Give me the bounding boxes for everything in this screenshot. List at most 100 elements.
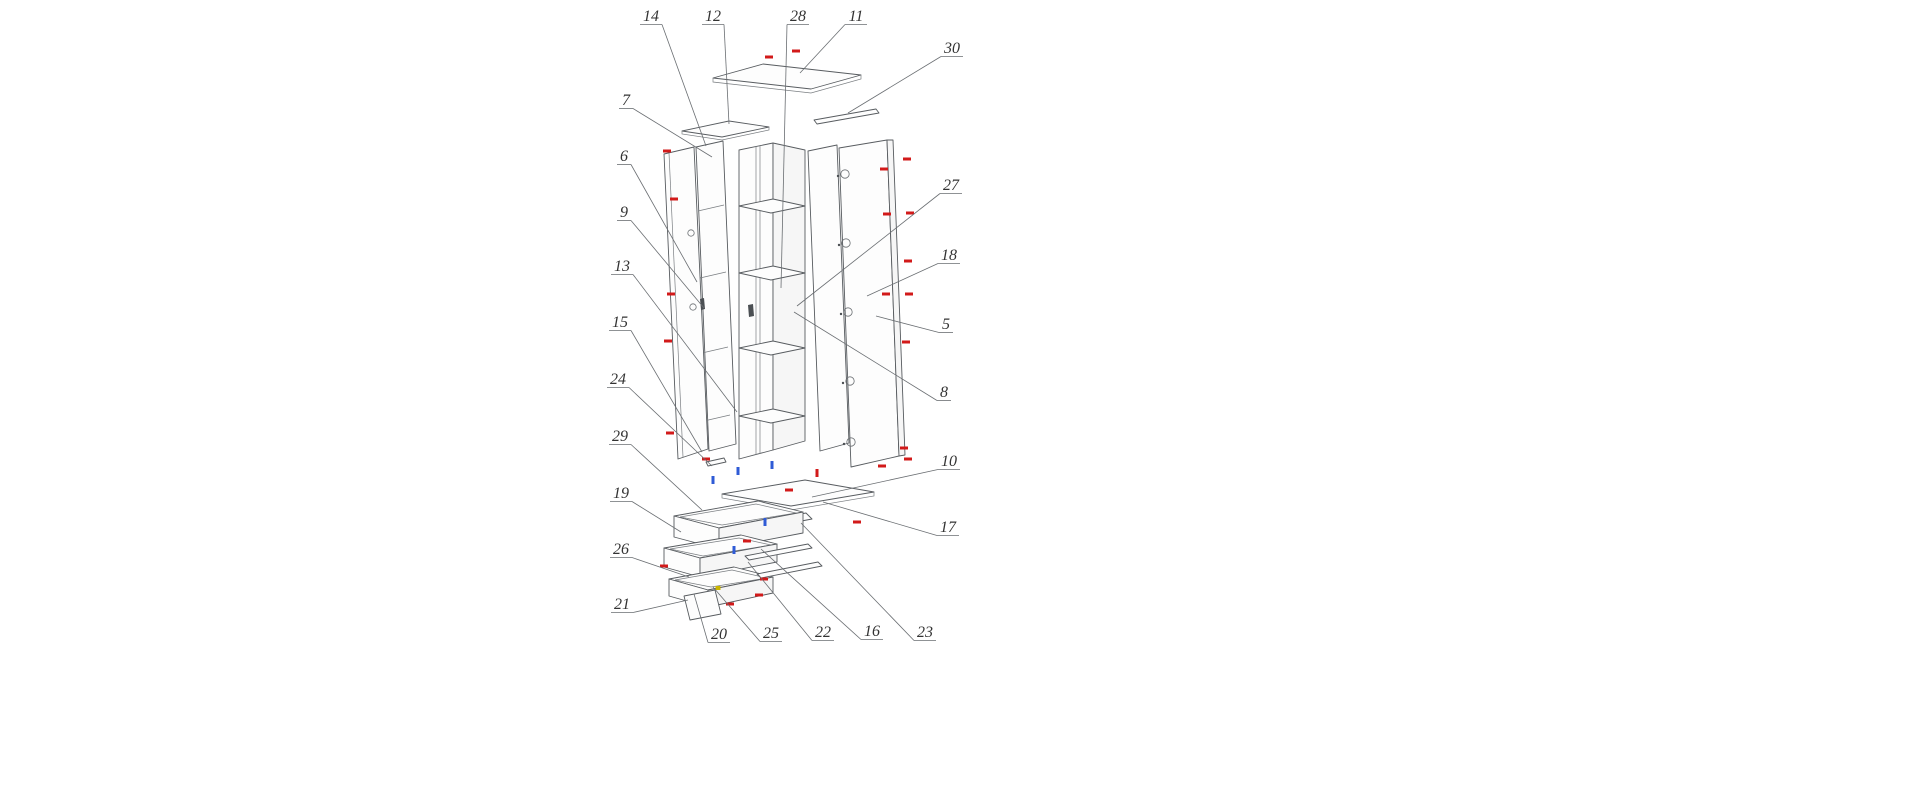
shelf-3 [738,340,806,356]
left-door-handle [700,298,705,310]
part-number-6: 6 [620,148,628,165]
part-number-9: 9 [620,204,628,221]
callout-26: 26 [610,541,690,578]
part-number-8: 8 [940,384,948,401]
right-hinge-dot-3 [839,312,843,316]
callout-7: 7 [619,92,713,158]
left-shelf-line-2 [699,271,727,279]
fastener-mark [664,339,672,343]
part-number-20: 20 [711,626,727,643]
drawer-front-panel [683,589,722,621]
callout-10: 10 [811,453,960,498]
fastener-mark [743,539,751,543]
callout-leader [632,599,689,613]
cabinet-linework [663,63,906,621]
callout-leader [712,586,761,642]
part-number-17: 17 [940,519,957,536]
callout-leader [793,311,938,401]
part-number-7: 7 [622,92,631,109]
part-number-19: 19 [613,485,629,502]
callout-leader [630,220,705,309]
dowel-mark [711,476,715,484]
dowel-mark [770,461,774,469]
accent-mark [715,586,721,590]
fastener-mark [853,520,861,524]
center-partition [772,142,806,451]
callout-leader [630,330,703,453]
left-hinge-cup-1 [687,229,695,237]
shelf-4 [738,408,806,424]
callout-leader [693,593,709,643]
callout-23: 23 [800,522,936,641]
narrow-strip [813,108,880,125]
shelf-2 [738,265,806,281]
callout-leader [723,24,730,125]
part-number-11: 11 [849,8,864,25]
part-number-14: 14 [643,8,659,25]
callout-29: 29 [609,428,703,511]
callout-leader [811,469,939,498]
fastener-mark [755,593,763,597]
fastener-mark [660,564,668,568]
fastener-mark [663,149,671,153]
part-number-28: 28 [790,8,806,25]
part-number-23: 23 [917,624,933,641]
fastener-mark [882,292,890,296]
left-side-panel [695,140,737,452]
callout-leader [631,501,682,533]
drawer2-side-face [699,543,778,578]
fastener-mark [702,457,710,461]
dowel-mark [736,467,740,475]
callout-24: 24 [607,371,713,467]
part-number-13: 13 [614,258,630,275]
shelf-1 [738,198,806,214]
callout-leader [780,24,788,289]
fastener-mark [878,464,886,468]
callout-12: 12 [702,8,730,125]
part-number-30: 30 [943,40,960,57]
callout-leader [800,522,915,641]
right-hinge-dot-4 [841,381,845,385]
callout-21: 21 [611,596,689,613]
callout-30: 30 [847,40,963,114]
right-hinge-cup-1 [840,169,850,179]
callout-leader [875,315,940,333]
callout-5: 5 [875,315,953,333]
fastener-mark [670,197,678,201]
dowel-mark [732,546,736,554]
right-hinge-dot-2 [837,243,841,247]
part-number-26: 26 [613,541,629,558]
fastener-mark [905,292,913,296]
upper-shelf-thickness [681,127,770,141]
callout-9: 9 [617,204,705,309]
fastener-mark [900,446,908,450]
callout-leader [796,193,941,307]
right-hinge-dot-5 [842,442,846,446]
dowel-mark [763,518,767,526]
part-number-27: 27 [943,177,960,194]
top-cover-thickness [712,75,862,94]
callout-11: 11 [799,8,867,74]
part-number-18: 18 [941,247,957,264]
fastener-mark [904,259,912,263]
left-door-panel [663,146,709,460]
left-shelf-line-3 [701,346,729,354]
right-door-edge [886,139,906,457]
callout-leader [630,444,703,511]
callout-leader [632,108,713,158]
left-shelf-line-4 [703,414,731,422]
right-hinge-cup-5 [846,437,856,447]
fastener-mark [792,49,800,53]
callout-28: 28 [780,8,809,289]
callout-13: 13 [611,258,738,413]
callout-20: 20 [693,593,730,643]
callout-leader [628,387,713,467]
callout-leader [747,561,813,641]
callout-14: 14 [640,8,707,147]
callout-25: 25 [712,586,782,642]
left-shelf-line-1 [697,204,725,212]
fastener-mark [667,292,675,296]
fastener-mark [726,602,734,606]
